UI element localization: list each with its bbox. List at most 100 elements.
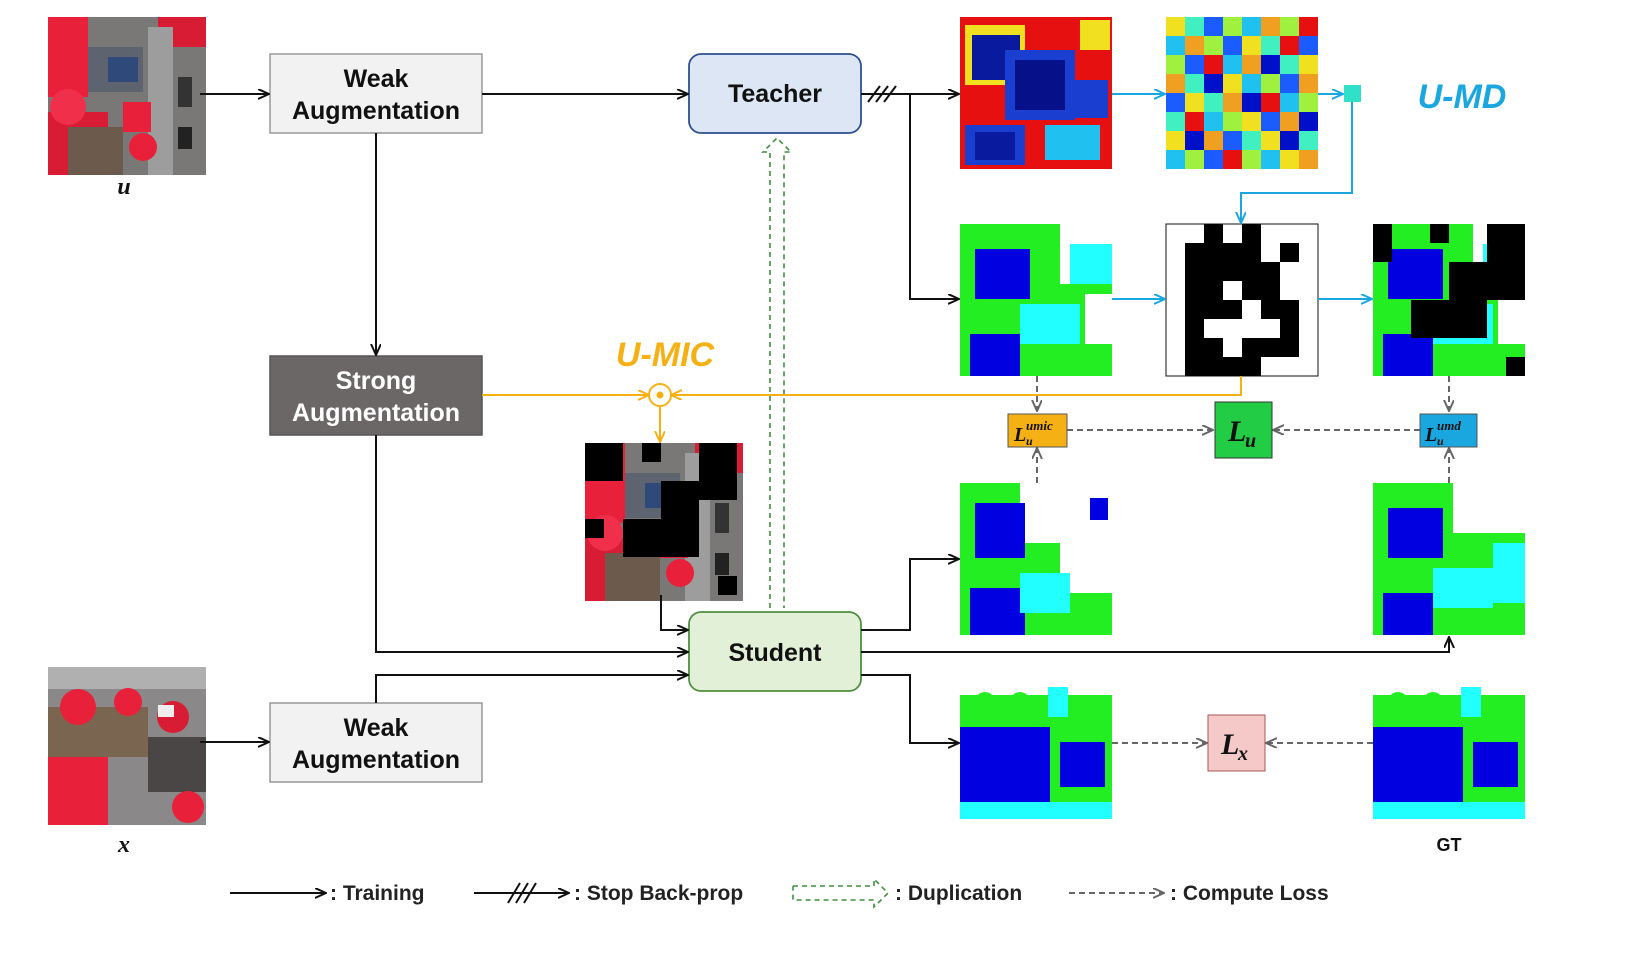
umd-grid-cell xyxy=(1299,112,1318,131)
umd-grid-cell xyxy=(1185,36,1204,55)
umd-grid-cell xyxy=(1166,93,1185,112)
umd-grid-cell xyxy=(1261,131,1280,150)
umd-grid-cell xyxy=(1299,17,1318,36)
ground-truth-image xyxy=(1373,667,1525,819)
umd-grid-cell xyxy=(1242,55,1261,74)
mask-cell xyxy=(1204,300,1223,319)
umd-grid-cell xyxy=(1223,55,1242,74)
gt-label: GT xyxy=(1437,835,1462,855)
umd-grid-cell xyxy=(1223,36,1242,55)
mask-cell xyxy=(1242,281,1261,300)
umd-grid-cell xyxy=(1223,74,1242,93)
umd-grid-cell xyxy=(1280,93,1299,112)
legend-duplication: : Duplication xyxy=(792,877,1022,909)
umd-grid-cell xyxy=(1261,55,1280,74)
labeled-input-image xyxy=(48,667,206,825)
umd-grid-cell xyxy=(1185,93,1204,112)
unlabeled-input-image xyxy=(48,17,206,175)
strong-aug-line1: Strong xyxy=(336,367,417,395)
svg-text:L: L xyxy=(1220,728,1239,761)
umd-grid-cell xyxy=(1204,17,1223,36)
loss-arrows xyxy=(1037,376,1449,743)
mask-cell xyxy=(1204,262,1223,281)
legend-training: : Training xyxy=(230,882,425,905)
umd-grid-cell xyxy=(1280,150,1299,169)
umd-grid-cell xyxy=(1280,55,1299,74)
weak-augmentation-bottom-box: Weak Augmentation xyxy=(269,702,483,783)
mask-cell xyxy=(1204,338,1223,357)
umd-grid-cell xyxy=(1299,93,1318,112)
strong-augmentation-box: Strong Augmentation xyxy=(269,355,483,436)
umd-grid-cell xyxy=(1223,17,1242,36)
teacher-pseudo-label xyxy=(960,224,1112,376)
mask-cell xyxy=(1185,281,1204,300)
umic-mix-operator xyxy=(648,383,672,407)
stop-backprop-mark xyxy=(867,85,897,103)
umd-grid-cell xyxy=(1299,55,1318,74)
umd-grid-cell xyxy=(1299,131,1318,150)
umd-grid-cell xyxy=(1166,74,1185,93)
mask-cell xyxy=(1185,243,1204,262)
mask-cell xyxy=(1204,357,1223,376)
mask-cell xyxy=(1261,262,1280,281)
masked-pseudo-label xyxy=(1373,224,1525,376)
mask-cell xyxy=(1280,338,1299,357)
umd-grid-cell xyxy=(1223,112,1242,131)
umd-grid-cell xyxy=(1242,112,1261,131)
weak-aug-top-line1: Weak xyxy=(344,65,409,93)
mask-cell xyxy=(1185,319,1204,338)
umd-grid-cell xyxy=(1204,74,1223,93)
mask-cell xyxy=(1242,243,1261,262)
umd-arrows xyxy=(1112,94,1371,299)
mask-cell xyxy=(1223,262,1242,281)
loss-u-box: L u xyxy=(1214,401,1273,459)
umd-grid-cell xyxy=(1185,131,1204,150)
student-prediction-unlabeled xyxy=(960,483,1112,635)
umd-grid-cell xyxy=(1242,17,1261,36)
svg-text:L: L xyxy=(1424,424,1437,446)
umd-grid-cell xyxy=(1204,150,1223,169)
umic-arrows xyxy=(482,376,1242,441)
umd-grid-cell xyxy=(1185,112,1204,131)
mask-cell xyxy=(1223,243,1242,262)
mask-cell xyxy=(1261,281,1280,300)
umd-grid-cell xyxy=(1185,55,1204,74)
mixed-augmented-image xyxy=(585,443,743,601)
loss-x-box: L x xyxy=(1207,714,1266,772)
umd-grid-cell xyxy=(1166,112,1185,131)
umd-grid-cell xyxy=(1261,36,1280,55)
svg-text:L: L xyxy=(1013,424,1026,446)
umd-grid-cell xyxy=(1204,93,1223,112)
mask-cell xyxy=(1223,357,1242,376)
weak-augmentation-top-box: Weak Augmentation xyxy=(269,53,483,134)
umd-grid-cell xyxy=(1280,36,1299,55)
svg-text:: Training: : Training xyxy=(330,882,425,905)
svg-text:L: L xyxy=(1227,415,1246,448)
mask-cell xyxy=(1204,281,1223,300)
duplication-arrow xyxy=(761,136,793,608)
labeled-input-label: x xyxy=(117,832,130,858)
umd-grid-cell xyxy=(1185,74,1204,93)
umd-grid-cell xyxy=(1299,74,1318,93)
umd-grid-cell xyxy=(1166,150,1185,169)
loss-umic-box: L u umic xyxy=(1007,413,1068,448)
umd-grid-cell xyxy=(1261,17,1280,36)
weak-aug-top-line2: Augmentation xyxy=(292,97,460,125)
loss-umd-box: L u umd xyxy=(1419,413,1478,448)
umd-grid-cell xyxy=(1185,150,1204,169)
student-box: Student xyxy=(688,611,862,692)
umd-grid-cell xyxy=(1242,150,1261,169)
umd-grid-cell xyxy=(1166,55,1185,74)
umd-binary-mask xyxy=(1165,223,1319,377)
teacher-label: Teacher xyxy=(728,80,822,108)
umd-grid-cell xyxy=(1261,93,1280,112)
umd-grid-cell xyxy=(1166,36,1185,55)
umd-grid-cell xyxy=(1299,150,1318,169)
mask-cell xyxy=(1204,224,1223,243)
umd-grid-cell xyxy=(1242,36,1261,55)
mask-cell xyxy=(1185,338,1204,357)
umd-grid-cell xyxy=(1185,17,1204,36)
umd-uncertainty-grid xyxy=(1166,17,1318,169)
legend-compute-loss: : Compute Loss xyxy=(1069,882,1329,905)
